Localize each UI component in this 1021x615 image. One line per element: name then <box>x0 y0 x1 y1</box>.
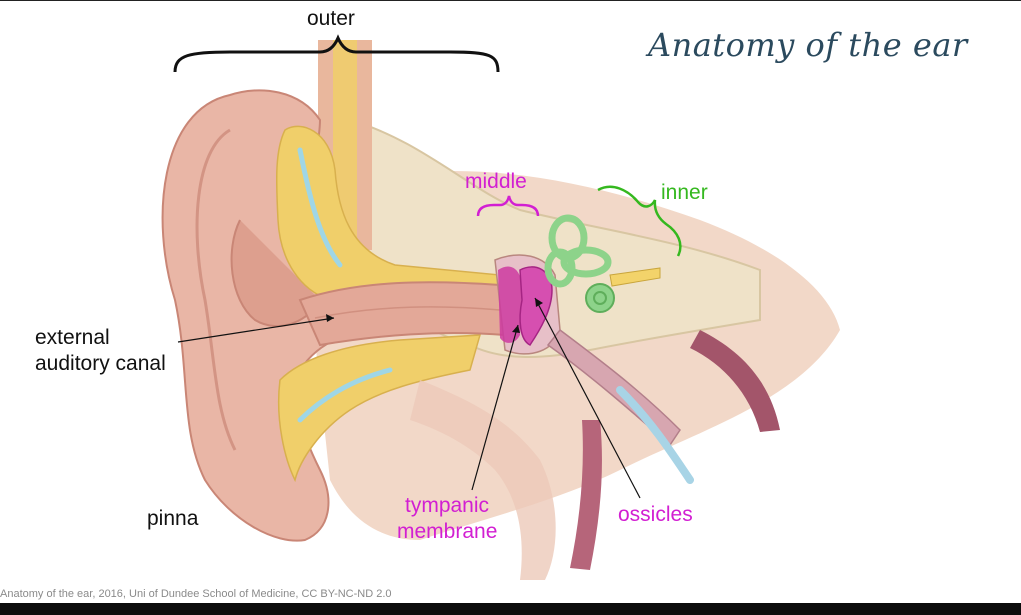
pointer-external-canal <box>177 317 335 343</box>
tympanic-label-line2: membrane <box>397 520 498 543</box>
cochlea-semicircular-canals <box>544 214 615 313</box>
page-title: Anatomy of the ear <box>648 26 968 64</box>
cartilage-strip-upper <box>297 147 343 268</box>
vessel-1 <box>690 330 780 432</box>
vessel-2 <box>570 420 602 570</box>
pointer-tympanic <box>471 324 519 491</box>
tympanic-membrane-shape <box>498 266 522 343</box>
pinna-helix-inner <box>195 128 237 451</box>
image-credit: Anatomy of the ear, 2016, Uni of Dundee … <box>0 588 392 600</box>
pinna-label: pinna <box>147 507 199 530</box>
middle-bracket <box>476 195 540 217</box>
external-canal-label-line2: auditory canal <box>35 352 166 375</box>
auditory-nerve <box>609 267 661 287</box>
bottom-bar <box>0 603 1021 615</box>
canal-inner-line <box>314 306 501 319</box>
outer-label: outer <box>307 7 355 30</box>
concha <box>230 219 321 328</box>
pointer-ossicles <box>534 297 641 499</box>
pointer-ossicles-head <box>535 298 543 307</box>
top-border <box>0 0 1021 1</box>
inner-label: inner <box>661 181 708 204</box>
ossicles-label: ossicles <box>618 503 693 526</box>
pointer-tympanic-head <box>512 325 520 333</box>
fat-lower <box>277 334 482 483</box>
external-canal-label-line1: external <box>35 326 110 349</box>
inner-bracket <box>597 185 682 257</box>
pointer-external-canal-head <box>326 314 334 322</box>
middle-label: middle <box>465 170 527 193</box>
scalp-column-fat <box>333 40 357 240</box>
vessel-3 <box>616 386 694 484</box>
cartilage-strip-lower <box>297 367 393 423</box>
outer-bracket <box>173 34 500 73</box>
jaw-tissue <box>410 380 556 580</box>
tympanic-label-line1: tympanic <box>405 494 490 517</box>
